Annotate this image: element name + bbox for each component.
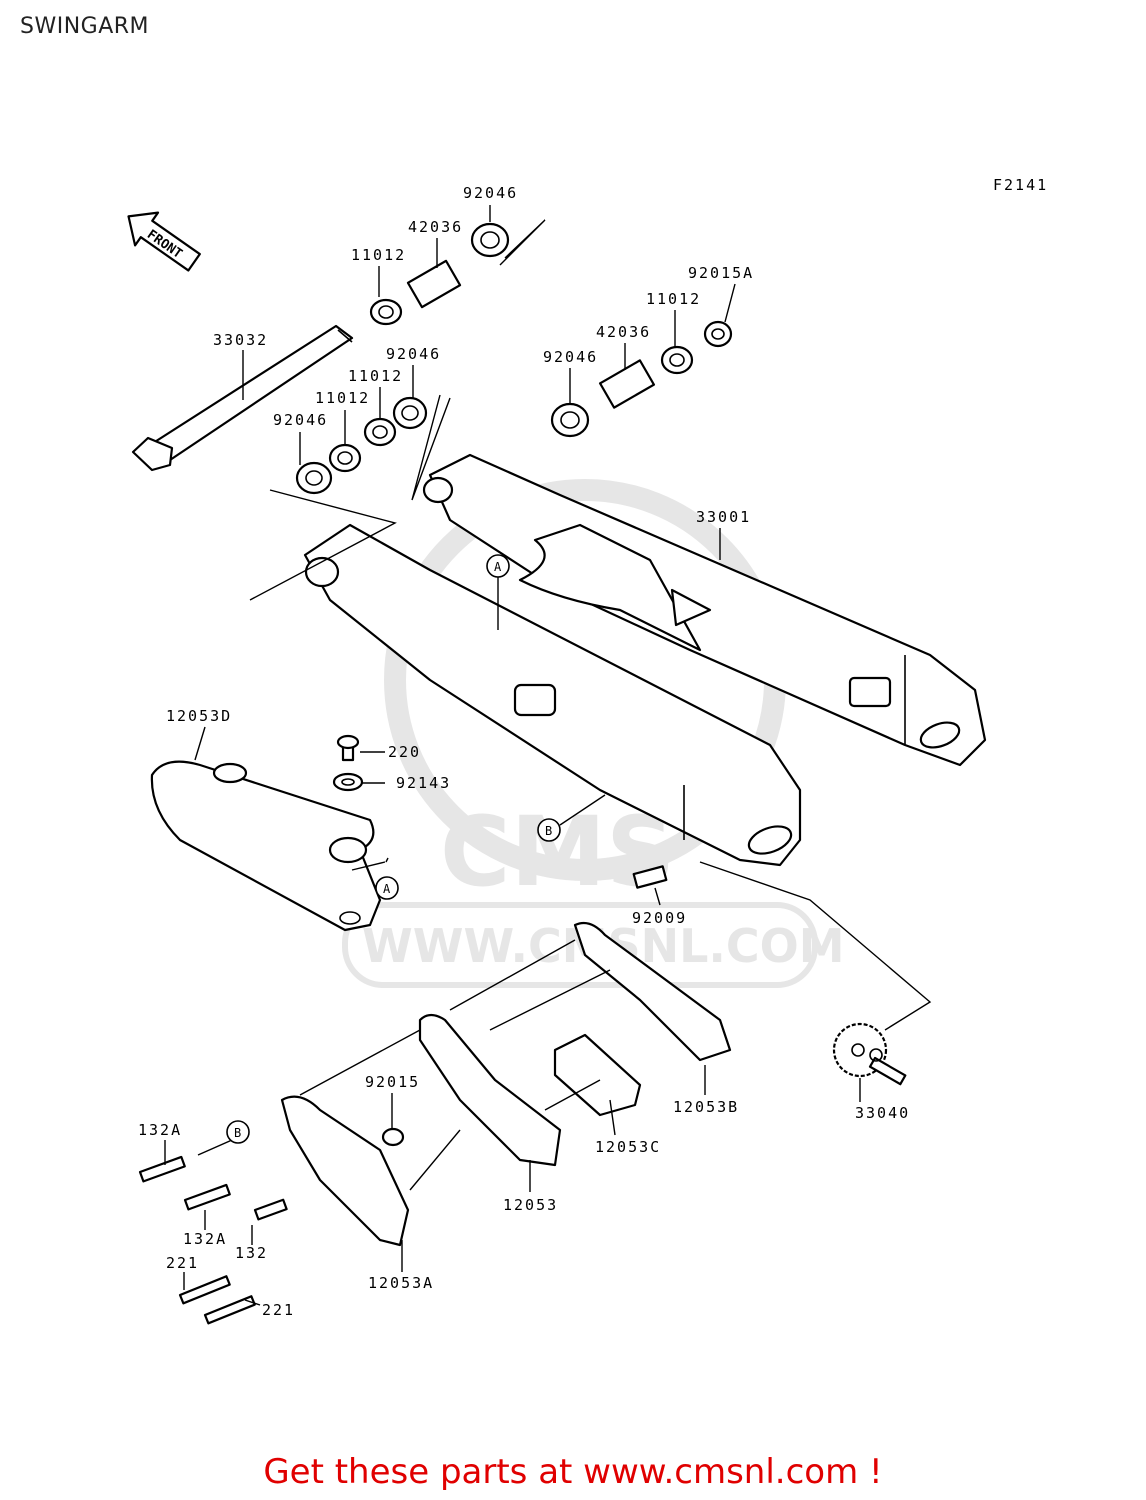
part-label-92009: 92009 [632, 909, 687, 927]
chain-slider-12053D [150, 760, 382, 932]
front-arrow-icon: FRONT [127, 211, 201, 272]
callout-B-lower: B [226, 1120, 250, 1144]
svg-text:B: B [234, 1126, 241, 1140]
callout-A-upper: A [486, 554, 510, 630]
part-label-92015A: 92015A [688, 264, 754, 282]
left-upper-bushings [295, 222, 510, 495]
part-label-132A: 132A [138, 1121, 182, 1139]
part-label-92015: 92015 [365, 1073, 420, 1091]
part-label-221: 221 [166, 1254, 199, 1272]
small-hardware [332, 734, 668, 889]
bolts [138, 1155, 288, 1325]
callout-A-lower: A [375, 876, 399, 900]
part-label-132A: 132A [183, 1230, 227, 1248]
part-label-12053: 12053 [503, 1196, 558, 1214]
part-label-42036: 42036 [596, 323, 651, 341]
part-label-11012: 11012 [315, 389, 370, 407]
part-label-12053B: 12053B [673, 1098, 739, 1116]
svg-text:B: B [545, 824, 552, 838]
part-label-11012: 11012 [351, 246, 406, 264]
part-label-221: 221 [262, 1301, 295, 1319]
part-label-33001: 33001 [696, 508, 751, 526]
footer-link[interactable]: Get these parts at www.cmsnl.com ! [263, 1452, 883, 1492]
pivot-shaft-33032 [131, 324, 354, 472]
swingarm-33001 [303, 453, 987, 867]
page-title: SWINGARM [20, 14, 150, 39]
part-label-92143: 92143 [396, 774, 451, 792]
part-label-92046: 92046 [463, 184, 518, 202]
leader-lines [164, 205, 932, 1306]
part-label-220: 220 [388, 743, 421, 761]
figure-code: F2141 [993, 176, 1048, 194]
part-label-33032: 33032 [213, 331, 268, 349]
right-upper-bushings [550, 320, 733, 438]
part-label-132: 132 [235, 1244, 268, 1262]
part-label-12053A: 12053A [368, 1274, 434, 1292]
chain-guide-assembly [280, 921, 732, 1247]
svg-text:A: A [383, 882, 391, 896]
part-label-11012: 11012 [646, 290, 701, 308]
part-label-11012: 11012 [348, 367, 403, 385]
part-label-42036: 42036 [408, 218, 463, 236]
svg-text:A: A [494, 560, 502, 574]
callout-B-upper: B [537, 794, 606, 842]
part-label-92046: 92046 [543, 348, 598, 366]
part-label-92046: 92046 [386, 345, 441, 363]
watermark-logo: CMS [440, 796, 675, 908]
part-label-92046: 92046 [273, 411, 328, 429]
part-label-12053D: 12053D [166, 707, 232, 725]
part-label-33040: 33040 [855, 1104, 910, 1122]
part-label-12053C: 12053C [595, 1138, 661, 1156]
sprocket-33040 [832, 1022, 907, 1086]
